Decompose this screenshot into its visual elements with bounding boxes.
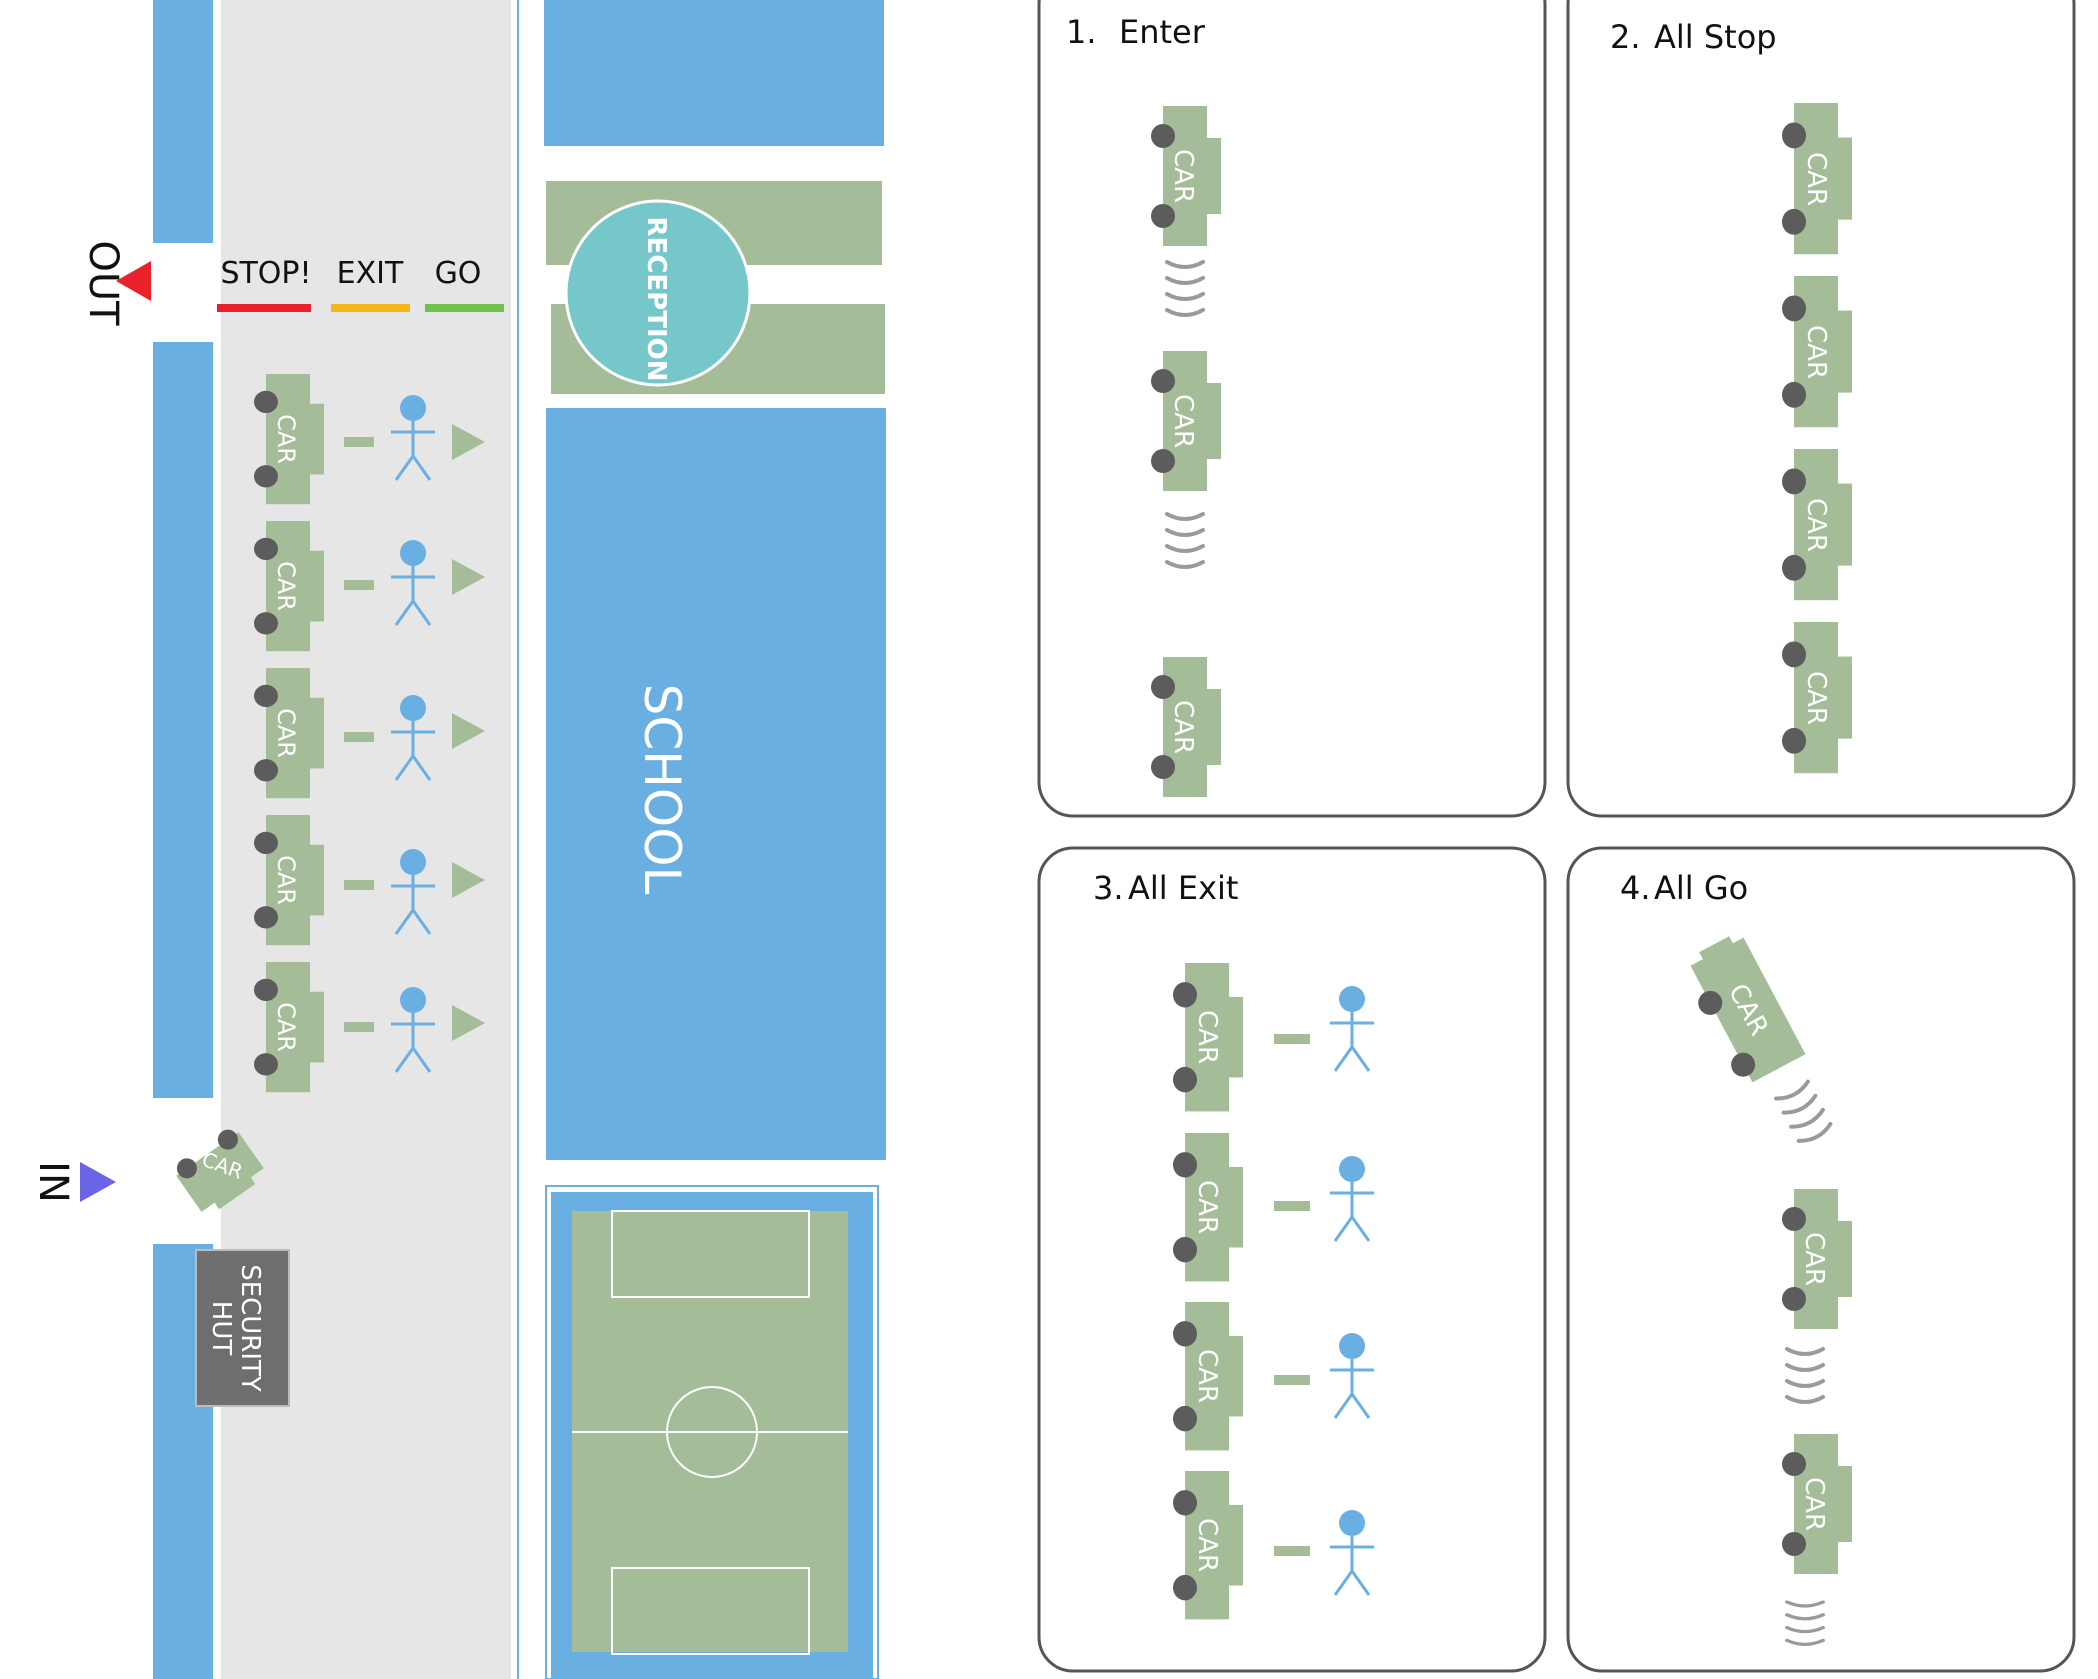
car-label: CAR [1801,152,1831,206]
car-label: CAR [1192,1518,1222,1572]
car-label: CAR [1192,1349,1222,1403]
school-map: OUT IN STOP! EXIT GO CAR CAR [30,0,886,1679]
car-label: CAR [272,855,300,905]
connector-dash [344,880,374,890]
reception-label: RECEPTION [641,217,671,382]
building-top [544,0,884,146]
car-label: CAR [1168,700,1198,754]
go-arrow-icon [452,559,485,595]
boundary-wall-top [153,0,213,243]
person-icon [1328,1154,1376,1243]
step-title: All Stop [1654,18,1777,56]
in-label: IN [30,1161,76,1203]
person-icon [1328,984,1376,1073]
motion-lines-icon [1785,1600,1825,1647]
queue-row: CAR [254,962,485,1093]
step-panel-all-go: 4. All Go CAR CAR CAR [1566,846,2076,1673]
out-marker: OUT [80,240,151,326]
connector-dash [1274,1546,1310,1556]
car-label: CAR [1801,671,1831,725]
car-label: CAR [272,708,300,758]
security-hut-label-line1: SECURITY [235,1264,265,1392]
school-building [546,408,886,1160]
connector-dash [1274,1375,1310,1385]
exit-row: CAR [1173,1302,1376,1451]
lane-label-go: GO [435,256,482,291]
connector-dash [1274,1201,1310,1211]
connector-dash [344,732,374,742]
step-number: 3. [1093,869,1124,907]
connector-dash [1274,1034,1310,1044]
queue-row: CAR [254,668,485,799]
departing-car: CAR [1690,936,1806,1083]
car-label: CAR [1168,394,1198,448]
motion-lines-icon [1165,512,1205,569]
boundary-wall-middle [153,342,213,1098]
entering-car: CAR [176,1129,264,1212]
go-arrow-icon [452,862,485,898]
queue-row: CAR [254,521,485,652]
exit-row: CAR [1173,1471,1376,1620]
go-arrow-icon [452,713,485,749]
lane-label-exit: EXIT [337,256,404,291]
car-label: CAR [1168,149,1198,203]
security-hut-label-line2: HUT [206,1301,236,1356]
connector-dash [344,580,374,590]
out-label: OUT [80,240,126,326]
in-arrow-icon [80,1162,116,1202]
person-icon [1328,1331,1376,1420]
car-label: CAR [1799,1232,1829,1286]
lane-legend: STOP! EXIT GO [217,256,504,312]
step-title: All Go [1654,869,1748,907]
step-number: 2. [1610,18,1641,56]
connector-dash [344,1022,374,1032]
step-number: 4. [1620,869,1651,907]
school-label: SCHOOL [633,684,691,895]
connector-dash [344,437,374,447]
car-label: CAR [1801,325,1831,379]
car-label: CAR [1192,1010,1222,1064]
car-label: CAR [1799,1477,1829,1531]
car-label: CAR [272,1002,300,1052]
queue-row: CAR [254,815,485,946]
step-title: Enter [1119,13,1206,51]
lane-bar-exit [331,304,410,312]
motion-lines-icon [1776,1082,1833,1146]
car-label: CAR [272,561,300,611]
lane-bar-stop [217,304,311,312]
motion-lines-icon [1785,1347,1825,1404]
lane-label-stop: STOP! [220,256,311,291]
reception: RECEPTION [564,199,752,387]
step-panel-all-stop: 2. All Stop CAR CAR CAR CAR [1566,0,2076,818]
sports-field [545,1185,879,1679]
step-panel-enter: 1. Enter CAR CAR CAR [1037,0,1547,818]
car-label: CAR [1192,1180,1222,1234]
go-arrow-icon [452,1005,485,1041]
lane-bar-go [425,304,504,312]
step-title: All Exit [1128,869,1238,907]
person-icon [1328,1508,1376,1597]
car-label: CAR [1801,498,1831,552]
exit-row: CAR [1173,1133,1376,1282]
out-arrow-icon [116,261,151,301]
step-panel-all-exit: 3. All Exit CAR CAR CAR CAR [1037,846,1547,1673]
go-arrow-icon [452,424,485,460]
queue-row: CAR [254,374,485,505]
step-number: 1. [1066,13,1097,51]
security-hut: SECURITY HUT [195,1249,290,1407]
exit-row: CAR [1173,963,1376,1112]
in-marker: IN [30,1161,116,1203]
car-label: CAR [272,414,300,464]
motion-lines-icon [1165,260,1205,317]
